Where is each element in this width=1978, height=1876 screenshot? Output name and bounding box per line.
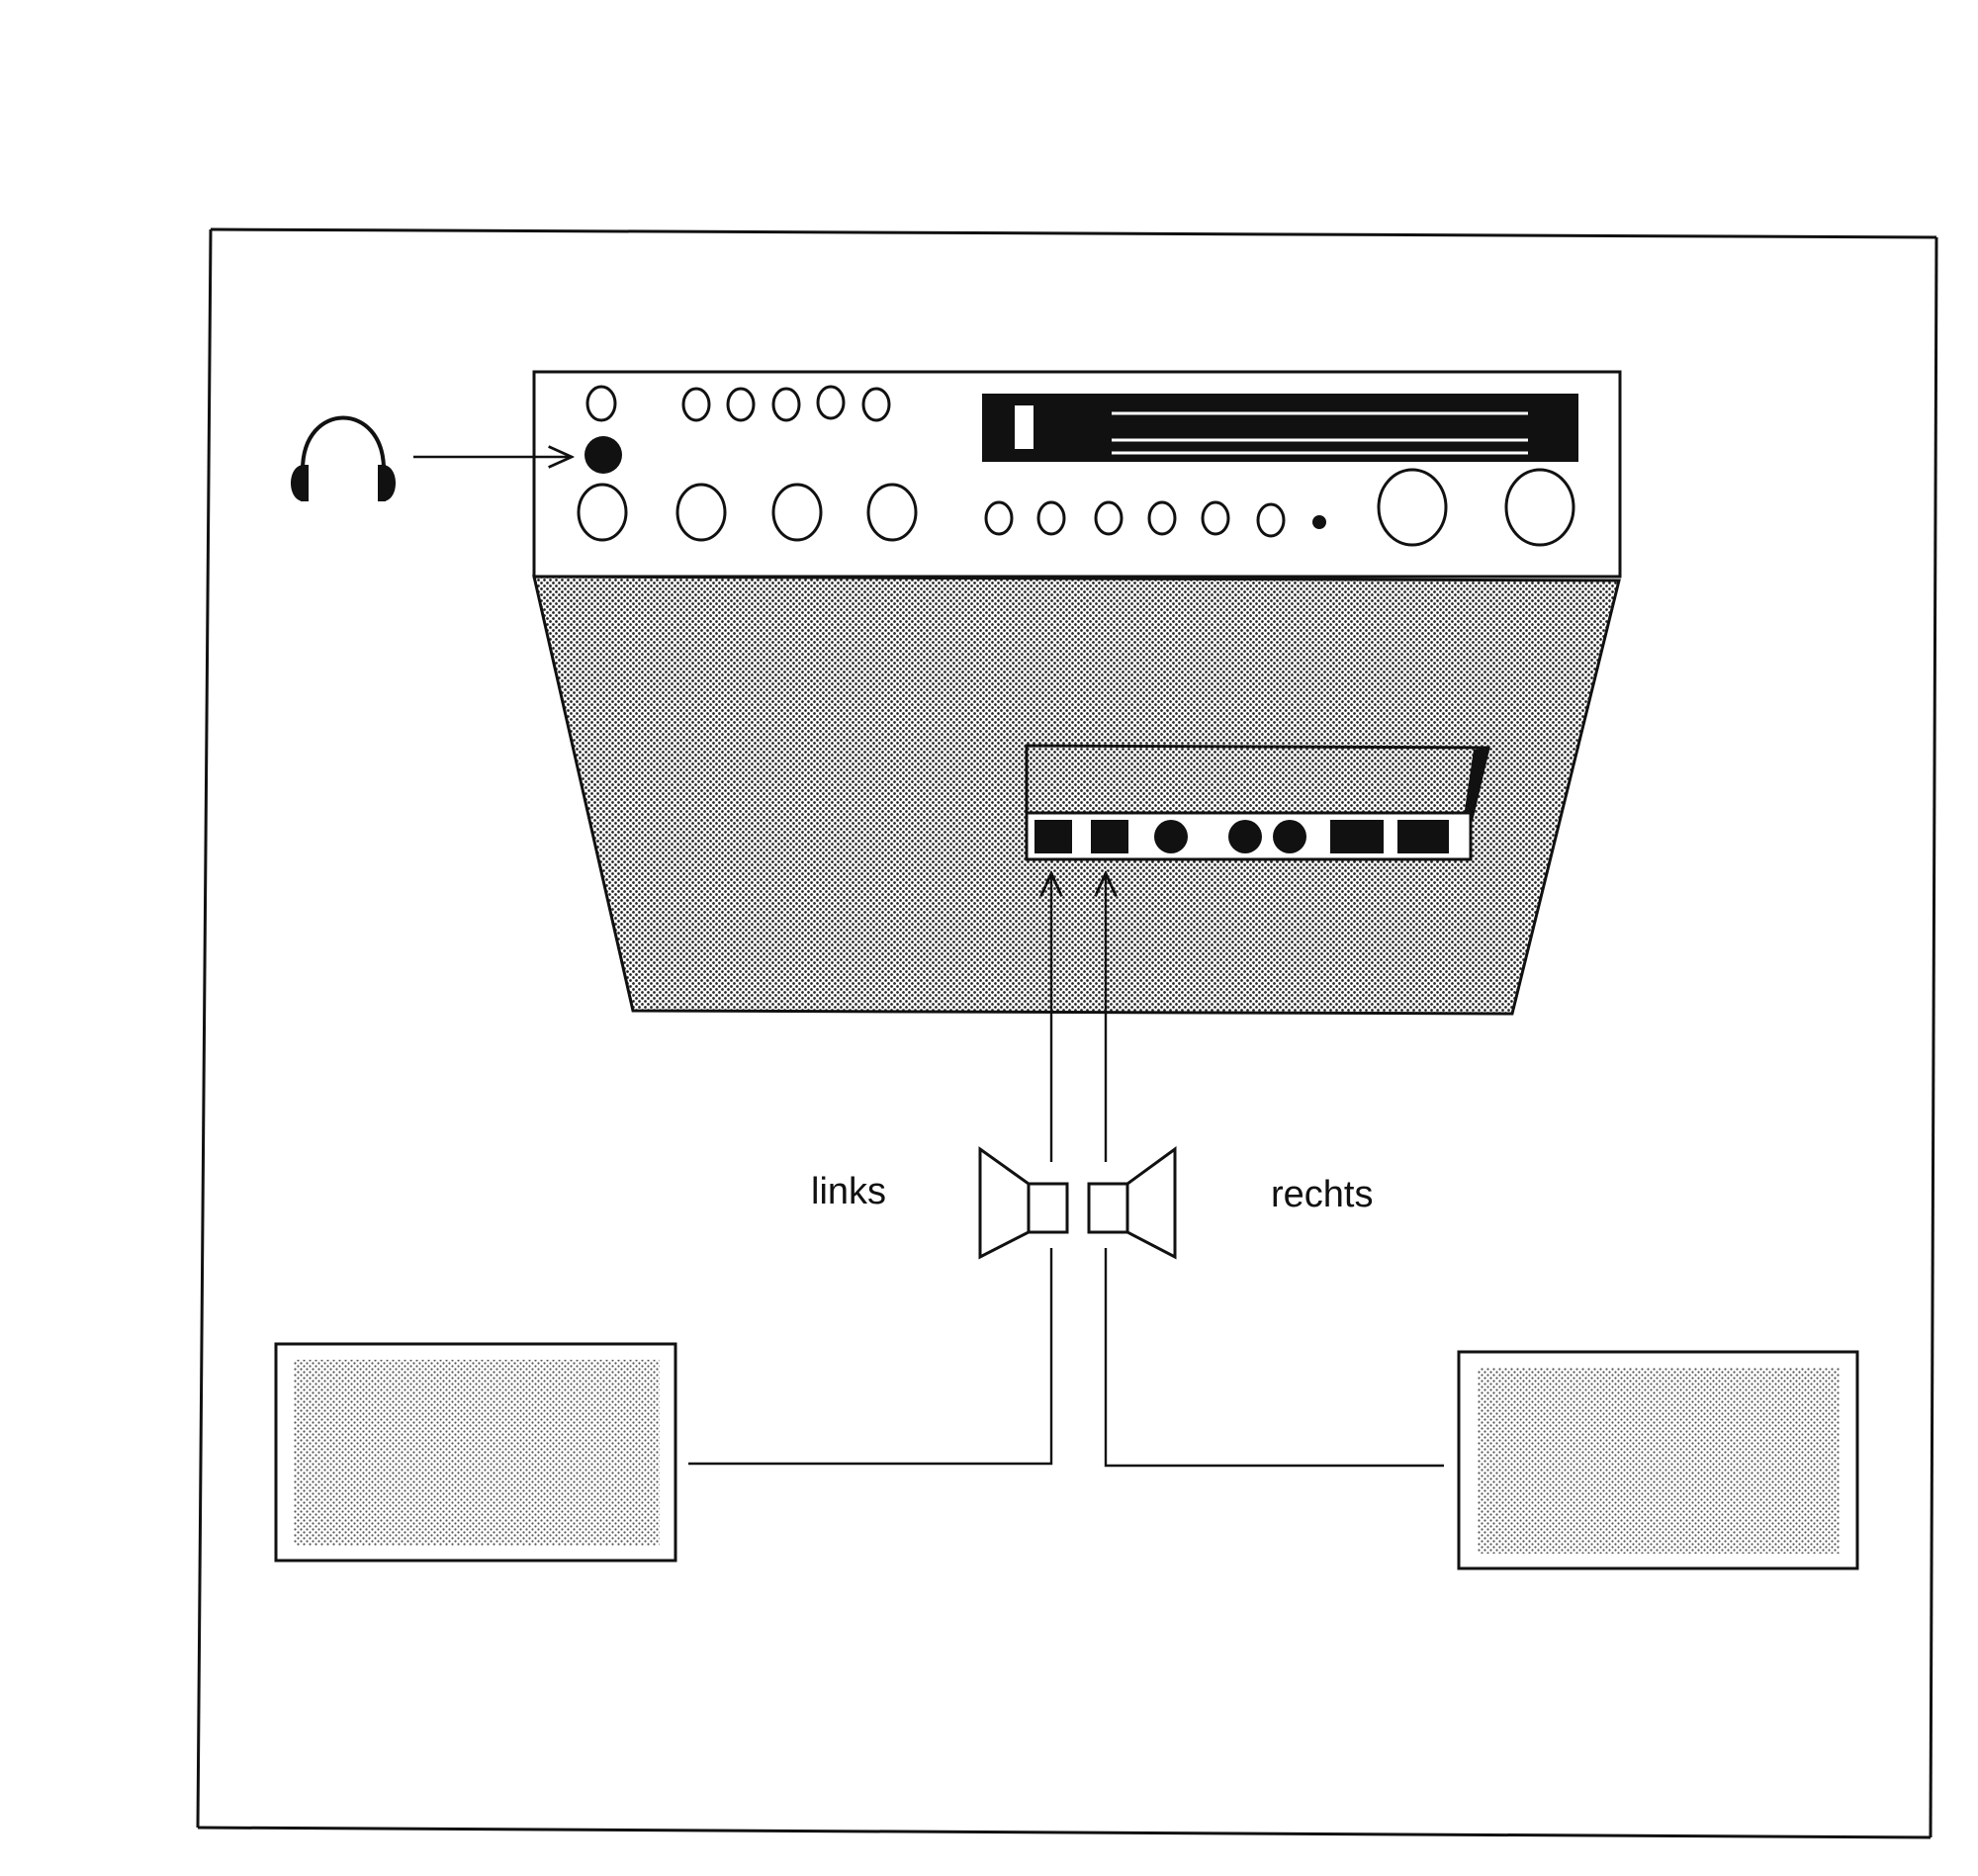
selector-button[interactable] bbox=[771, 387, 801, 422]
connector-socket[interactable] bbox=[1228, 820, 1262, 853]
speaker-box-right bbox=[1457, 1350, 1859, 1570]
rear-connector-panel bbox=[1025, 744, 1490, 861]
connector-block[interactable] bbox=[1397, 820, 1449, 853]
function-button[interactable] bbox=[1147, 500, 1177, 536]
speaker-cables bbox=[688, 873, 1444, 1468]
selector-button[interactable] bbox=[816, 385, 846, 420]
function-button[interactable] bbox=[984, 500, 1014, 536]
function-button[interactable] bbox=[1094, 500, 1124, 536]
knob[interactable] bbox=[675, 483, 727, 542]
selector-button[interactable] bbox=[726, 387, 756, 422]
speaker-terminal-left[interactable] bbox=[1034, 820, 1072, 853]
function-button[interactable] bbox=[1036, 500, 1066, 536]
selector-button[interactable] bbox=[681, 387, 711, 422]
tuning-display bbox=[982, 394, 1578, 462]
tuning-knob[interactable] bbox=[1377, 468, 1448, 547]
volume-knob[interactable] bbox=[1504, 468, 1575, 547]
speaker-terminal-right[interactable] bbox=[1091, 820, 1128, 853]
headphones-icon bbox=[291, 415, 396, 501]
selector-buttons-top bbox=[681, 385, 891, 422]
function-buttons bbox=[984, 500, 1286, 538]
function-button[interactable] bbox=[1201, 500, 1230, 536]
connector-socket[interactable] bbox=[1273, 820, 1306, 853]
diagram-frame bbox=[196, 227, 1938, 1839]
connector-block[interactable] bbox=[1330, 820, 1384, 853]
connector-socket[interactable] bbox=[1154, 820, 1188, 853]
speaker-box-left bbox=[274, 1342, 677, 1563]
knob[interactable] bbox=[577, 483, 628, 542]
function-button[interactable] bbox=[1256, 502, 1286, 538]
label-right: rechts bbox=[1271, 1174, 1373, 1215]
loudspeaker-icon bbox=[978, 1146, 1177, 1260]
knob[interactable] bbox=[771, 483, 823, 542]
indicator-dot bbox=[1312, 515, 1326, 529]
power-button[interactable] bbox=[585, 385, 617, 422]
label-left: links bbox=[811, 1171, 886, 1212]
selector-button[interactable] bbox=[861, 387, 891, 422]
receiver bbox=[532, 370, 1622, 1016]
tone-knobs bbox=[577, 483, 918, 542]
knob[interactable] bbox=[866, 483, 918, 542]
headphone-jack[interactable] bbox=[584, 436, 622, 474]
